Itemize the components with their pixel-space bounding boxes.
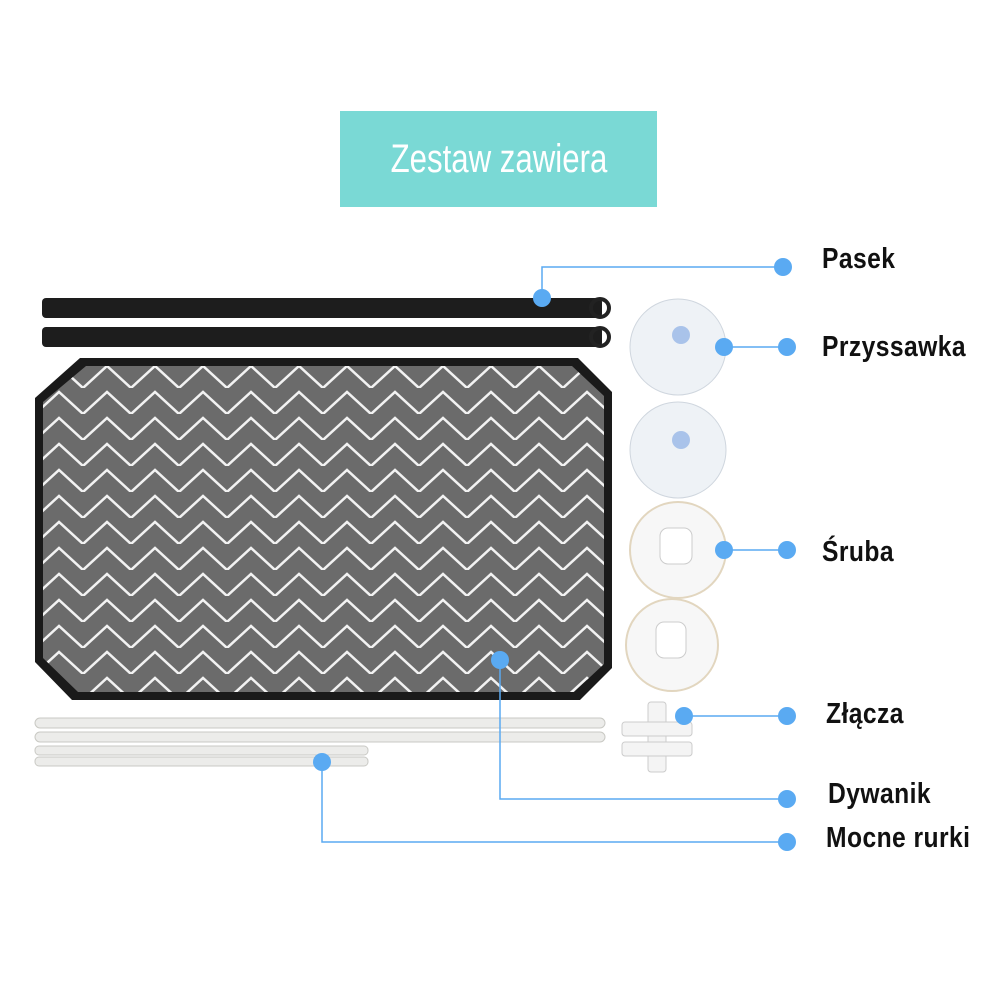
title-banner: Zestaw zawiera xyxy=(340,111,657,207)
label-suction-cup: Przyssawka xyxy=(822,331,967,363)
label-mat: Dywanik xyxy=(828,778,931,810)
label-tubes: Mocne rurki xyxy=(826,822,971,854)
label-connectors: Złącza xyxy=(826,698,904,730)
tubes xyxy=(34,717,606,767)
title: Zestaw zawiera xyxy=(390,136,607,181)
screws xyxy=(625,501,727,692)
label-strap: Pasek xyxy=(822,243,896,275)
label-screw: Śruba xyxy=(822,536,894,568)
callout-dots xyxy=(313,258,796,851)
mat xyxy=(35,358,612,700)
connectors xyxy=(621,701,693,773)
straps xyxy=(42,297,611,348)
callout-lines xyxy=(321,266,787,843)
suction-cups xyxy=(629,298,727,499)
